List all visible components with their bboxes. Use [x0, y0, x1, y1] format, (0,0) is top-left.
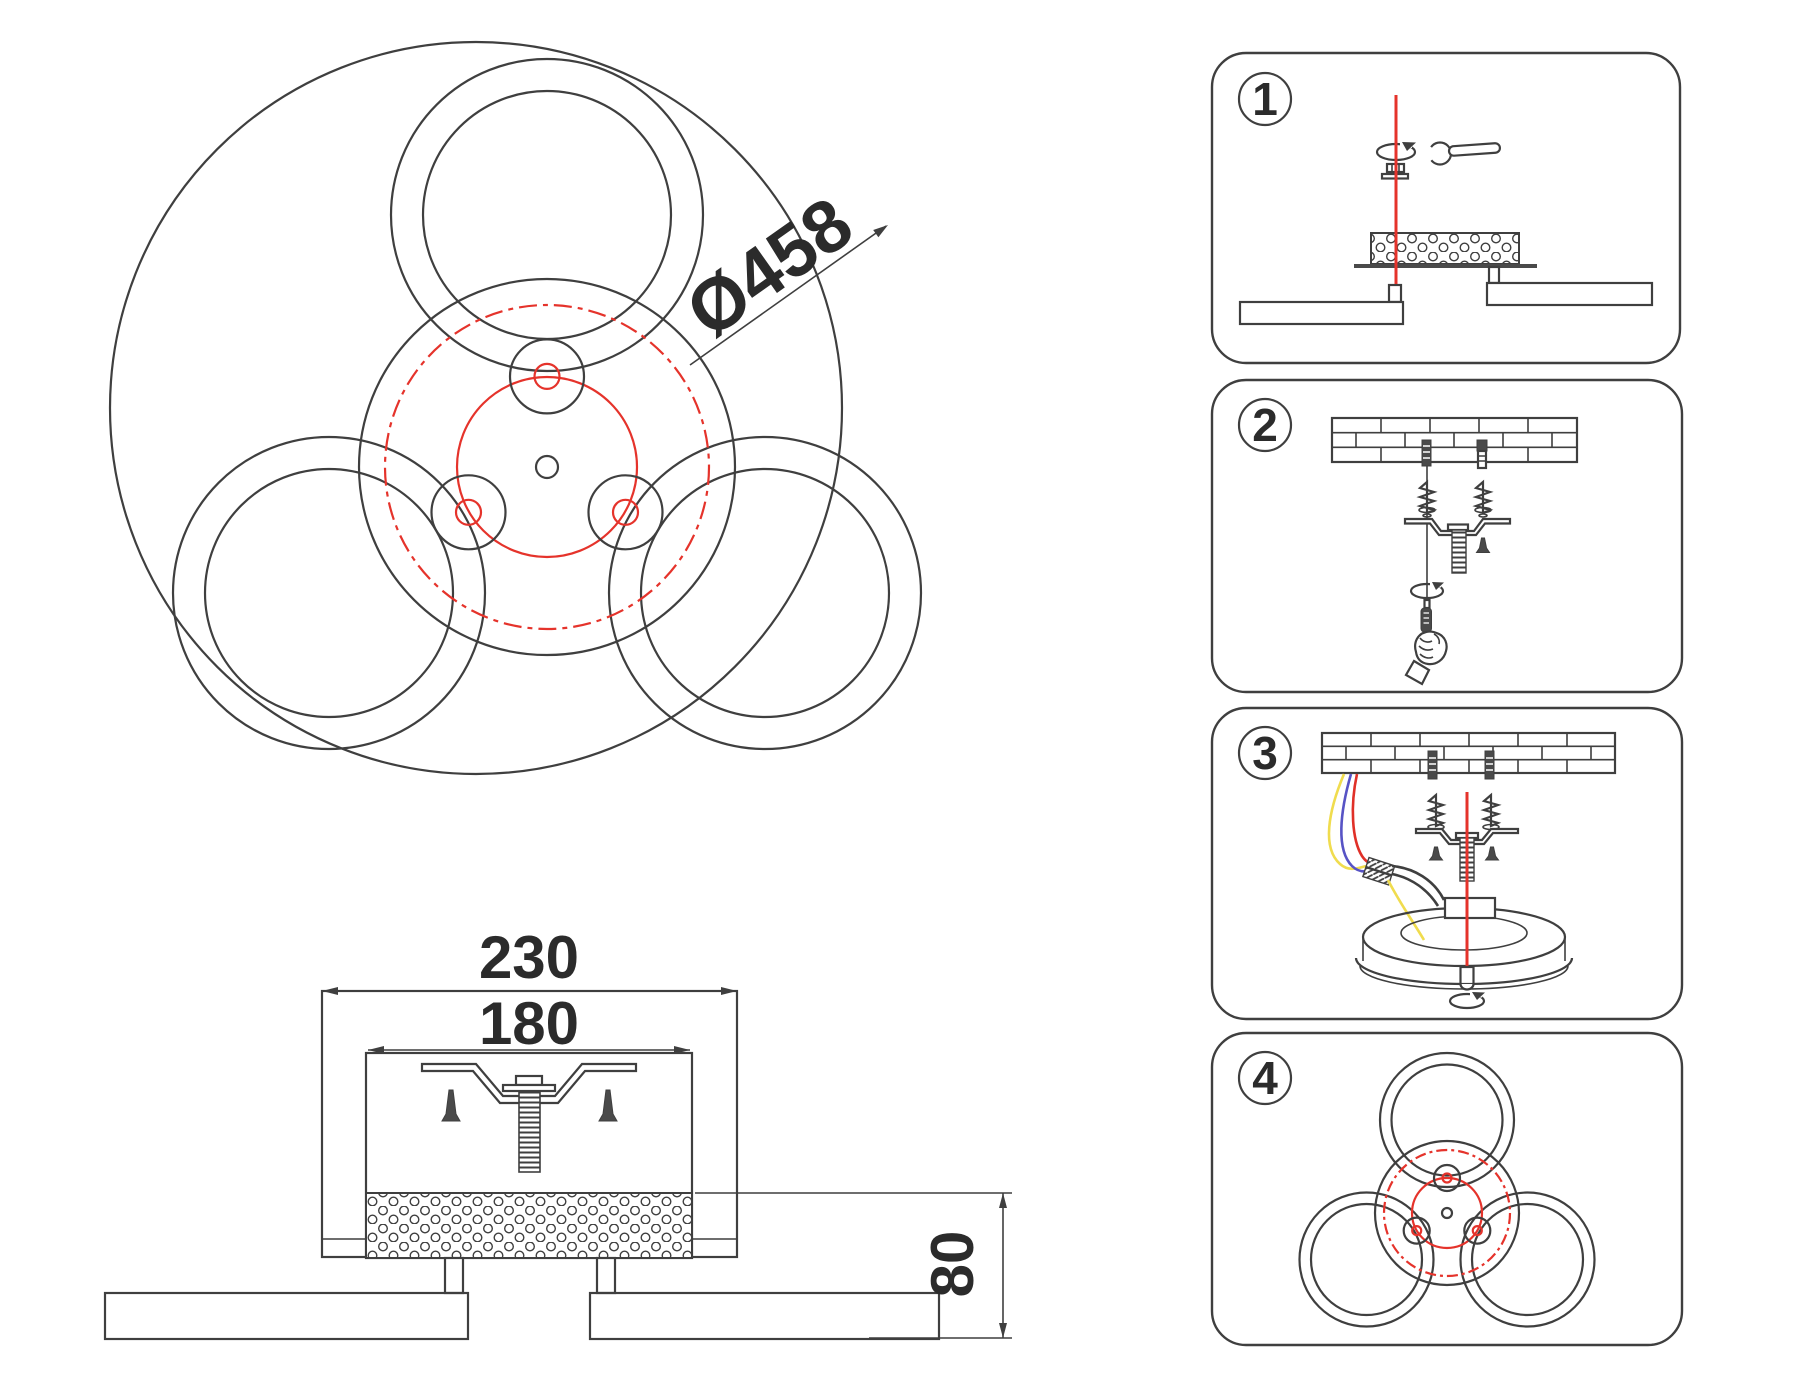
- mounting-bracket: [1414, 827, 1520, 846]
- rotation-arrow-icon: [1448, 991, 1486, 1010]
- step-number: 1: [1252, 73, 1278, 125]
- wire-opening: [1443, 896, 1497, 920]
- canopy-hatch-block: [1370, 232, 1520, 265]
- outer-width-dimension: 230: [322, 924, 737, 995]
- ring-stem: [443, 1256, 465, 1295]
- inner-width-dimension: 180: [368, 990, 690, 1057]
- step-number-badge: [1237, 725, 1293, 781]
- terminal-block-icon: [1361, 856, 1396, 886]
- arm-attachment-circles: [430, 338, 664, 551]
- diameter-label: Ø458: [671, 181, 867, 353]
- screw-in-ceiling-icon: [1421, 439, 1432, 467]
- center-hole: [534, 454, 560, 480]
- anchor-spike-icon: [1475, 537, 1491, 553]
- step-number-badge: [1237, 397, 1293, 453]
- anchor-spike-icon: [598, 1089, 618, 1122]
- ring-lower-right: [607, 435, 923, 751]
- step-panel-1: 1: [1210, 51, 1682, 365]
- ring-bar-left: [103, 1291, 470, 1341]
- inner-width-label: 180: [479, 990, 579, 1057]
- canopy-outline-circle: [357, 277, 737, 657]
- ring-top: [389, 57, 705, 373]
- arm-center-circle: [455, 375, 639, 559]
- washer-icon: [1474, 506, 1492, 514]
- diffuser-hatch-band: [365, 1192, 693, 1259]
- anchor-spike-icon: [1484, 846, 1500, 861]
- ring-bar: [1238, 300, 1405, 326]
- stud-bolt: [501, 1074, 557, 1173]
- decorative-screw-icon: [1459, 965, 1475, 991]
- supply-wires: [1327, 773, 1446, 941]
- ring-top: [1378, 1051, 1516, 1189]
- side-view-drawing: 230 180 80: [103, 924, 1012, 1341]
- canopy-outline-circle: [1373, 1139, 1521, 1287]
- stud-bolt: [1446, 523, 1470, 574]
- top-view-drawing: Ø458: [108, 40, 923, 776]
- step-panel-4: 4: [1210, 1031, 1684, 1347]
- screw-in-ceiling-icon: [1476, 439, 1488, 470]
- bolt-circle-dashdot: [1382, 1148, 1512, 1278]
- fixture-wire: [1391, 872, 1440, 907]
- arm-center-circle: [1410, 1176, 1484, 1250]
- dimension-arrow: [873, 225, 888, 238]
- wrench-icon: [1424, 141, 1502, 166]
- wire-blue: [1340, 773, 1370, 873]
- ring-stem: [1487, 265, 1501, 285]
- wire-yellow: [1327, 773, 1367, 871]
- ring-stem: [595, 1256, 617, 1295]
- wire-yellow: [1386, 879, 1426, 941]
- step-number-badge: [1237, 71, 1293, 127]
- ring-bar-right: [588, 1291, 941, 1341]
- step-panel-2: 2: [1210, 378, 1684, 694]
- ring-lower-right: [1459, 1191, 1596, 1328]
- fixture-wire: [1391, 864, 1446, 901]
- step-number-badge: [1237, 1050, 1293, 1106]
- bolt-circle-dashdot: [383, 303, 711, 631]
- mounting-bracket: [420, 1062, 638, 1105]
- step-number: 2: [1252, 399, 1278, 451]
- step-number: 4: [1252, 1052, 1278, 1104]
- ring-stem: [1387, 283, 1403, 304]
- mounting-bracket: [1403, 517, 1512, 537]
- height-label: 80: [919, 1231, 986, 1298]
- arm-attachment-circles: [1402, 1163, 1492, 1245]
- outer-diameter-circle: [108, 40, 844, 776]
- rotation-arrow-icon: [1409, 581, 1445, 600]
- step-panel-3: 3: [1210, 706, 1684, 1021]
- step-number: 3: [1252, 727, 1278, 779]
- outer-width-label: 230: [479, 924, 579, 991]
- wall-plug-in-ceiling-icon: [1427, 750, 1495, 780]
- screwdriver-hand-icon: [1404, 598, 1448, 686]
- anchor-spike-icon: [1428, 846, 1444, 861]
- brick-ceiling: [1320, 731, 1617, 775]
- washer-icon: [1418, 506, 1436, 514]
- ring-lower-left: [171, 435, 487, 751]
- ring-bar: [1485, 281, 1654, 307]
- finished-fixture-top-view: [1298, 1051, 1596, 1328]
- height-dimension: 80: [695, 1192, 1012, 1339]
- anchor-spike-icon: [441, 1089, 461, 1122]
- center-hole: [1440, 1206, 1454, 1220]
- ring-lower-left: [1298, 1191, 1435, 1328]
